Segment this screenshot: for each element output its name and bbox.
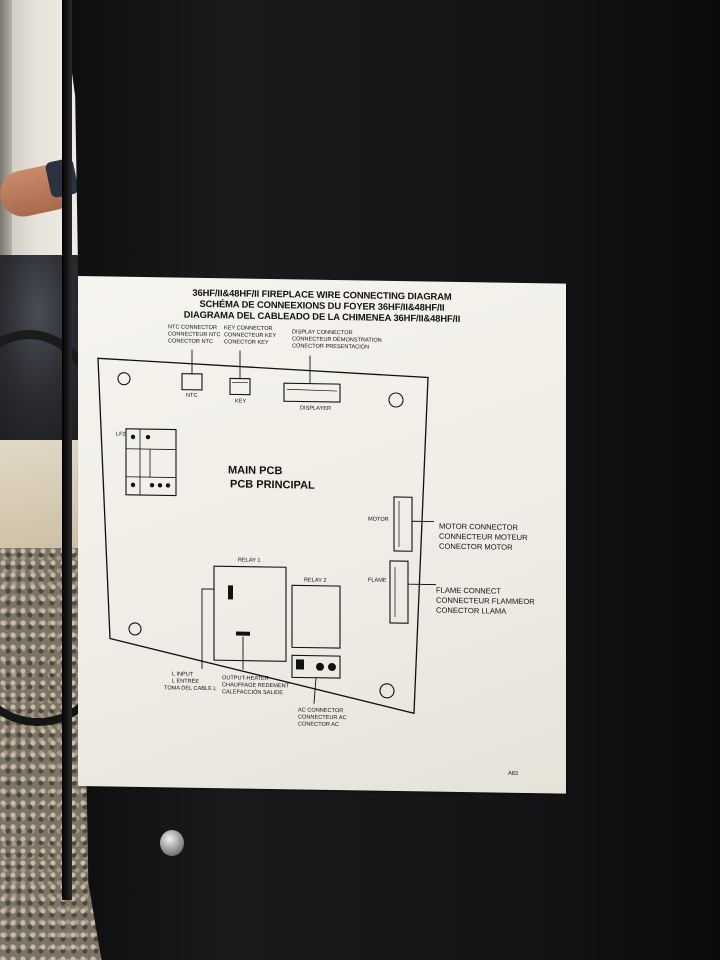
ac-caption-es: CONECTOR AC — [298, 721, 339, 729]
output-heater-en: OUTPUT-HEATER — [222, 675, 269, 682]
flame-connector-box — [389, 560, 409, 624]
key-connector-box — [229, 377, 251, 396]
key-tag: KEY — [235, 398, 247, 405]
flame-caption-fr: CONNECTEUR FLAMMEOR — [436, 595, 535, 607]
relay-2-box — [291, 584, 341, 649]
motor-tag: MOTOR — [368, 516, 389, 523]
relay-2-tag: RELAY 2 — [304, 577, 327, 584]
l-input-fr: L ENTRÉE — [172, 678, 200, 685]
screw-head-silver — [160, 830, 184, 856]
display-caption-es: CONECTOR PRESENTACIÓN — [292, 343, 370, 351]
flame-caption-es: CONECTOR LLAMA — [436, 605, 507, 616]
motor-caption-fr: CONNECTEUR MOTEUR — [439, 531, 528, 543]
ntc-caption-fr: CONNECTEUR NTC — [168, 331, 221, 339]
fuse-block — [125, 428, 177, 497]
key-caption-en: KEY CONNECTOR — [224, 325, 273, 333]
mount-hole-top-right — [388, 392, 404, 408]
panel-edge — [62, 0, 72, 900]
motor-connector-box — [393, 496, 413, 552]
ntc-caption-en: NTC CONNECTOR — [168, 324, 217, 332]
display-connector-box — [283, 382, 341, 403]
relay-1-box — [213, 565, 287, 662]
l-input-en: L INPUT — [172, 671, 194, 678]
motor-caption-es: CONECTOR MOTOR — [439, 541, 513, 552]
motor-caption-en: MOTOR CONNECTOR — [439, 521, 519, 532]
pcb-outline — [97, 357, 429, 715]
l-input-es: TOMA DEL CABLE L — [164, 685, 217, 693]
mount-hole-top-left — [117, 372, 131, 386]
ac-caption-fr: CONNECTEUR AC — [298, 714, 347, 722]
ntc-connector-box — [181, 373, 203, 391]
display-caption-en: DISPLAY CONNECTOR — [292, 329, 353, 337]
relay-1-tag: RELAY 1 — [238, 557, 261, 564]
key-caption-es: CONECTOR KEY — [224, 339, 269, 346]
main-pcb-title: MAIN PCB — [228, 464, 283, 478]
flame-tag: FLAME — [368, 577, 387, 584]
flame-caption-en: FLAME CONNECT — [436, 585, 501, 596]
mount-hole-bottom-right — [379, 683, 395, 699]
doorframe — [0, 0, 12, 260]
wiring-diagram-label: 36HF/II&48HF/II FIREPLACE WIRE CONNECTIN… — [78, 276, 566, 794]
mount-hole-bottom-left — [128, 622, 142, 636]
ac-caption-en: AC CONNECTOR — [298, 707, 344, 715]
pcb-principal-title: PCB PRINCIPAL — [230, 478, 315, 492]
lf2-tag: LF2 — [116, 431, 126, 438]
displayer-tag: DISPLAYER — [300, 405, 331, 412]
key-caption-fr: CONNECTEUR KEY — [224, 332, 277, 340]
ntc-tag: NTC — [186, 392, 198, 399]
output-heater-fr: CHAUFFAGE REDEMENT — [222, 682, 290, 690]
output-heater-es: CALEFACCIÓN SALIDE — [222, 689, 283, 697]
pcb-schematic — [97, 349, 436, 715]
ntc-caption-es: CONECTOR NTC — [168, 338, 213, 346]
corner-code: A83 — [508, 770, 518, 777]
